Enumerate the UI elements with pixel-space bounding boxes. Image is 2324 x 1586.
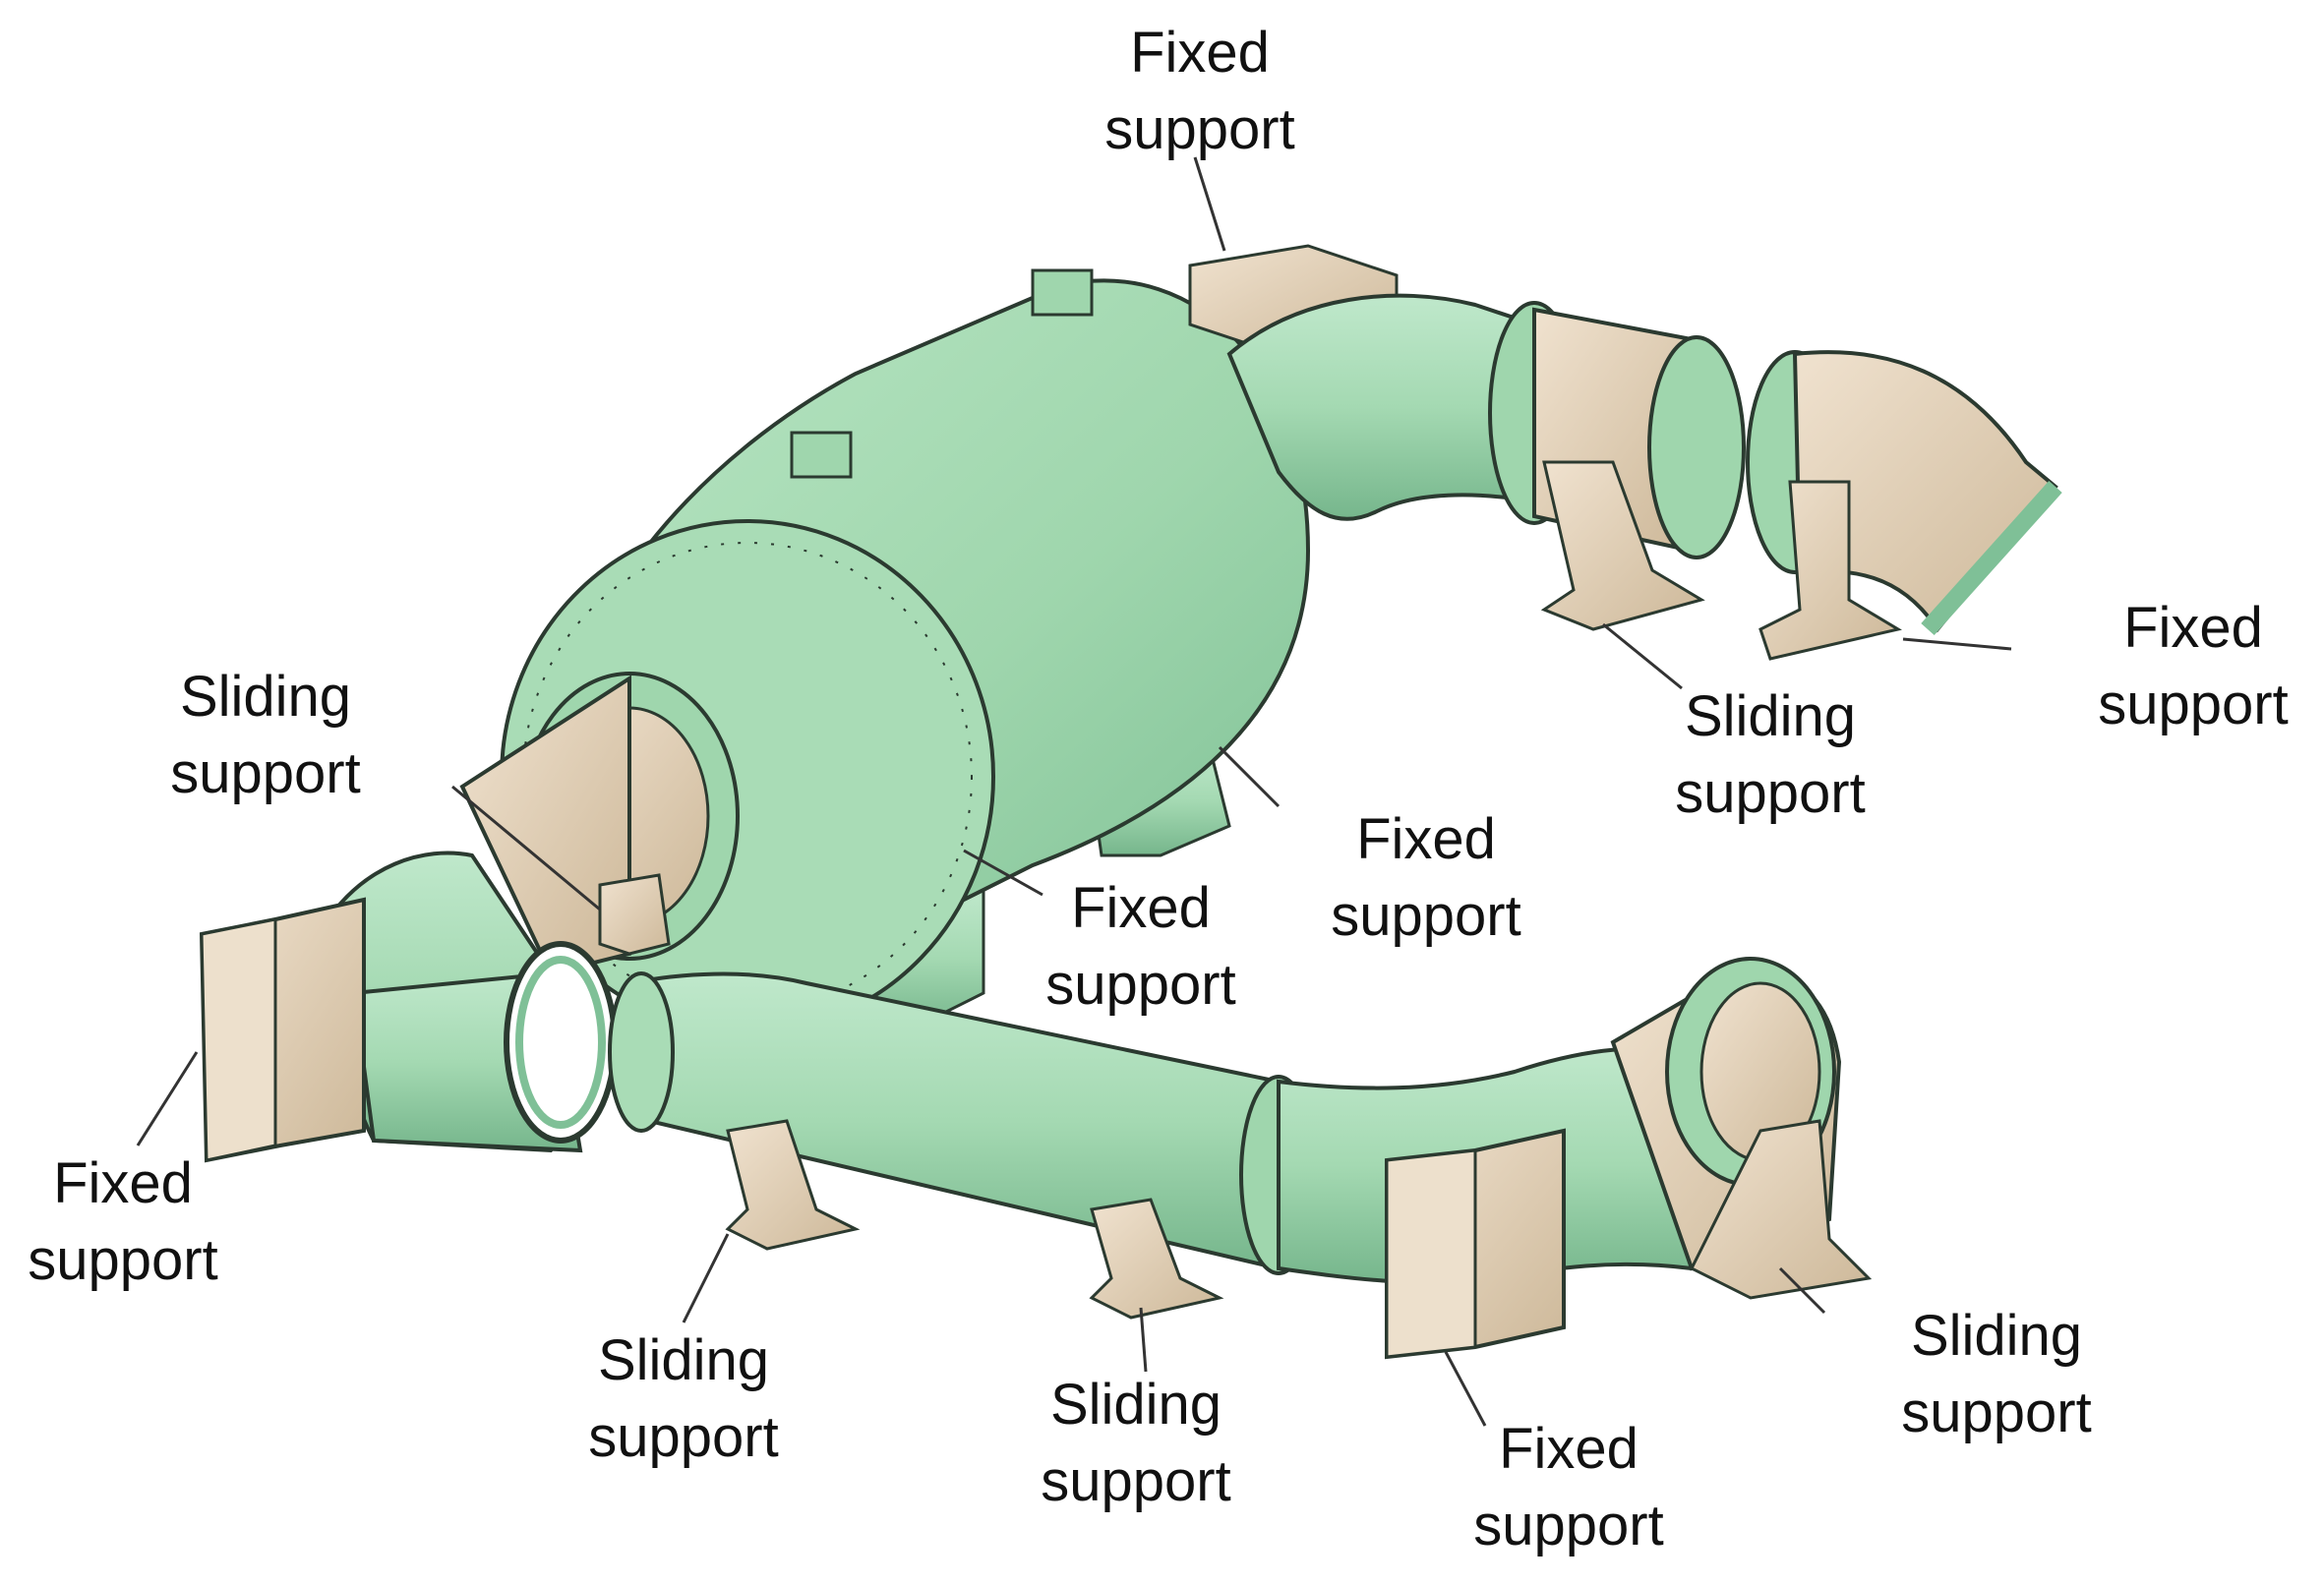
lower-sliding-support-1 bbox=[725, 1119, 861, 1251]
leader-fixed-top bbox=[1193, 156, 1226, 252]
label-sliding-right: Sliding support bbox=[1675, 684, 1866, 825]
label-fixed-mid: Fixed support bbox=[1045, 876, 1236, 1017]
upper-sliding-support-1 bbox=[1540, 460, 1705, 631]
left-sliding-support bbox=[598, 873, 671, 956]
leader-fixed-mid-right bbox=[1218, 745, 1281, 808]
leader-fixed-right bbox=[1902, 637, 2012, 651]
label-fixed-bottom: Fixed support bbox=[1473, 1417, 1664, 1557]
leader-sliding-bottom-right bbox=[1778, 1266, 1826, 1315]
upper-pipe-run bbox=[1188, 244, 2062, 661]
lower-sliding-support-3 bbox=[1689, 1119, 1873, 1300]
label-sliding-bottom-1: Sliding support bbox=[588, 1328, 779, 1469]
lower-pipe-run bbox=[608, 957, 1873, 1360]
upper-elbow bbox=[1226, 293, 1536, 521]
label-sliding-bottom-right: Sliding support bbox=[1901, 1304, 2092, 1444]
leader-fixed-bottom bbox=[1444, 1351, 1487, 1427]
label-fixed-mid-right: Fixed support bbox=[1331, 807, 1521, 948]
upper-end-flange bbox=[1921, 480, 2062, 636]
left-fixed-plate-face bbox=[200, 917, 277, 1162]
leader-sliding-bottom-1 bbox=[682, 1233, 730, 1323]
tank-lug-top bbox=[1031, 268, 1094, 317]
left-open-flange-rim bbox=[515, 956, 606, 1129]
label-fixed-left: Fixed support bbox=[28, 1151, 218, 1292]
leader-lines bbox=[136, 156, 2012, 1427]
label-sliding-left: Sliding support bbox=[170, 665, 361, 805]
upper-sliding-support-2 bbox=[1758, 480, 1902, 661]
label-fixed-right: Fixed support bbox=[2098, 596, 2289, 736]
label-sliding-bottom-2: Sliding support bbox=[1041, 1373, 1231, 1513]
lower-sliding-support-2 bbox=[1089, 1198, 1224, 1320]
leader-sliding-bottom-2 bbox=[1139, 1307, 1148, 1373]
leader-sliding-left bbox=[451, 785, 601, 911]
leader-fixed-left bbox=[136, 1051, 199, 1146]
leader-sliding-right bbox=[1602, 622, 1683, 690]
lower-fixed-plate-face bbox=[1385, 1148, 1477, 1359]
upper-flange-2 bbox=[1647, 335, 1746, 559]
tank-lug-mid bbox=[790, 431, 853, 479]
lower-pipe-end-left bbox=[608, 971, 675, 1133]
leader-fixed-mid bbox=[963, 849, 1043, 897]
label-fixed-top: Fixed support bbox=[1104, 21, 1295, 161]
